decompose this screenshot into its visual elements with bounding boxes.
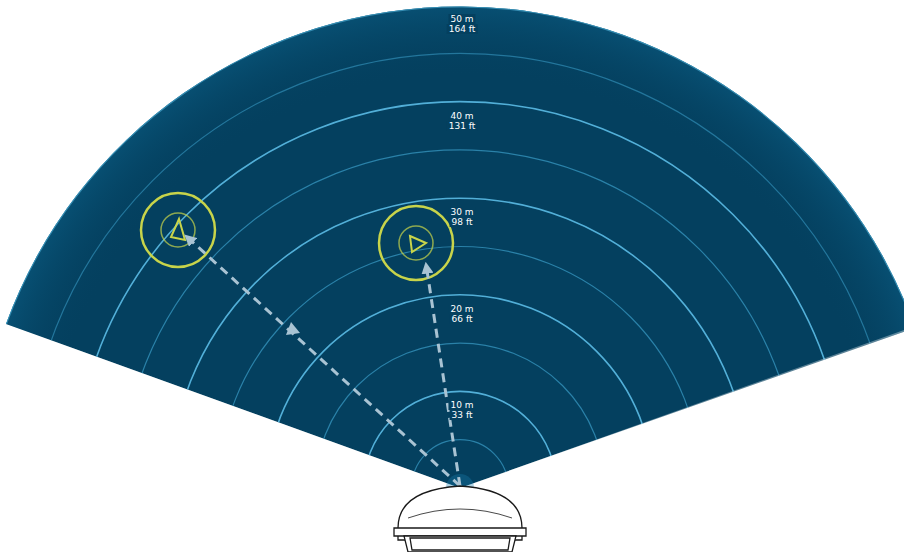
range-label: 164 ft (447, 24, 478, 34)
range-rings (0, 5, 904, 552)
range-label: 66 ft (450, 314, 475, 324)
range-label: 20 m (448, 304, 475, 314)
target-marker (379, 206, 453, 280)
fan-edge-glow (6, 6, 904, 488)
range-label: 30 m (448, 207, 475, 217)
range-ring (0, 5, 904, 552)
radar-sensor-device (394, 486, 526, 552)
range-label: 131 ft (447, 121, 478, 131)
arrow-mid-head (286, 322, 300, 335)
range-label: 50 m (448, 14, 475, 24)
range-label: 40 m (448, 111, 475, 121)
fan-side-fade (460, 330, 904, 488)
range-label: 98 ft (450, 217, 475, 227)
fan-side-fade (6, 324, 460, 488)
range-label: 33 ft (450, 410, 475, 420)
range-label: 10 m (448, 400, 475, 410)
detection-arrow (426, 264, 460, 486)
detection-arrow (186, 236, 460, 486)
radar-fan (6, 6, 904, 488)
target-marker (141, 193, 215, 267)
